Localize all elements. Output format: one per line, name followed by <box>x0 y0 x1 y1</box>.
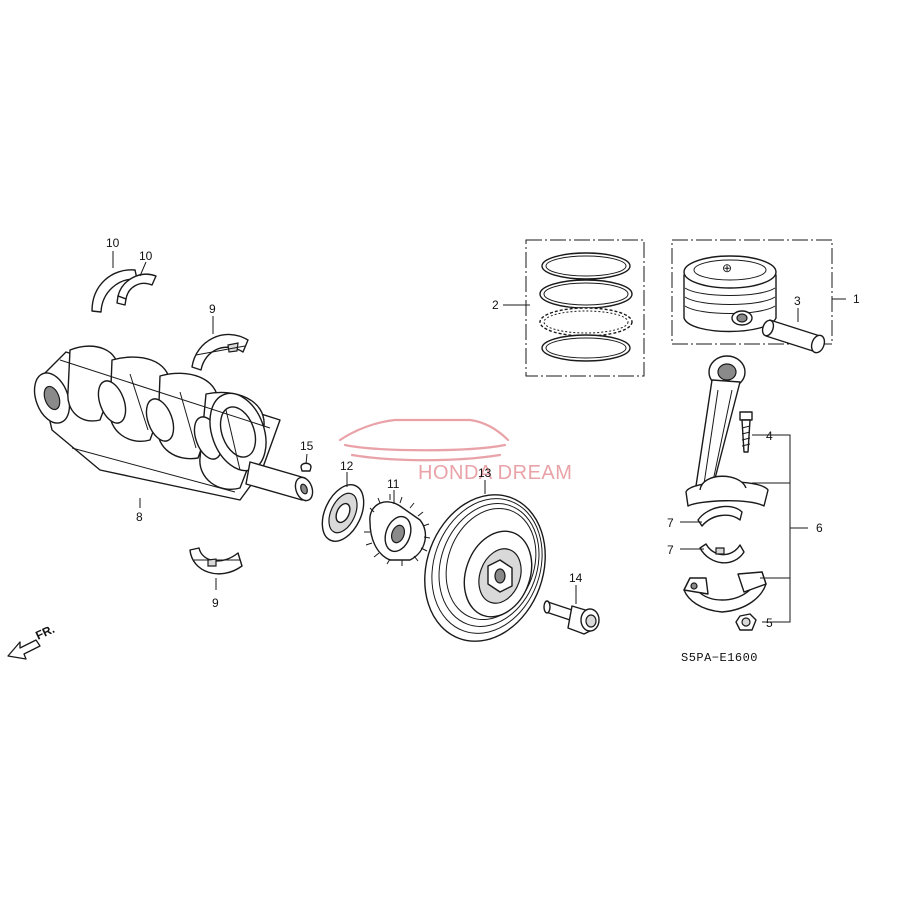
callout-2: 2 <box>492 298 499 312</box>
callout-10b: 10 <box>139 249 153 263</box>
piston-box <box>671 239 833 345</box>
rod-nut-5[interactable] <box>735 613 757 631</box>
front-label: FR. <box>33 622 56 643</box>
crank-pulley-plate-12[interactable] <box>314 478 372 548</box>
callout-12: 12 <box>340 459 354 473</box>
callout-5: 5 <box>766 616 773 630</box>
leader-lines <box>112 251 846 623</box>
callout-14: 14 <box>569 571 583 585</box>
car-silhouette-logo-icon <box>338 418 510 462</box>
callout-10a: 10 <box>106 236 120 250</box>
callout-9b: 9 <box>212 596 219 610</box>
rod-bolt-4[interactable] <box>739 411 753 453</box>
watermark-text: HONDA DREAM <box>418 462 572 484</box>
piston-ring-set-2[interactable] <box>539 252 633 362</box>
thrust-washer-10b[interactable] <box>116 273 157 306</box>
crankshaft[interactable] <box>28 345 316 503</box>
callout-3: 3 <box>794 294 801 308</box>
piston[interactable]: ⊕ <box>683 255 777 333</box>
rod-bearing-7-lower[interactable] <box>699 543 745 564</box>
rod-bearing-7-upper[interactable] <box>697 505 743 527</box>
callout-9a: 9 <box>209 302 216 316</box>
svg-text:⊕: ⊕ <box>722 261 732 275</box>
woodruff-key-15[interactable] <box>300 462 312 472</box>
callout-13: 13 <box>478 466 492 480</box>
piston-pin-3[interactable] <box>761 319 827 355</box>
front-direction-indicator: FR. <box>7 622 57 660</box>
rod-cap[interactable] <box>683 571 767 613</box>
watermark-logo: HONDA DREAM <box>338 418 572 484</box>
callout-1: 1 <box>853 292 860 306</box>
crankshaft-pulley-13[interactable] <box>405 478 565 659</box>
callout-8: 8 <box>136 510 143 524</box>
main-bearing-9-lower[interactable] <box>189 547 243 575</box>
connecting-rod[interactable] <box>685 355 769 507</box>
ring-set-box <box>525 239 645 377</box>
front-direction-arrow-icon <box>7 639 41 660</box>
thrust-washer-10a[interactable] <box>91 269 138 313</box>
pulley-bolt-14[interactable] <box>543 600 600 635</box>
callout-7b: 7 <box>667 543 674 557</box>
callout-15: 15 <box>300 439 314 453</box>
callout-7a: 7 <box>667 516 674 530</box>
main-bearing-9-upper[interactable] <box>191 333 249 371</box>
callout-6: 6 <box>816 521 823 535</box>
diagram-code: S5PA−E1600 <box>681 651 758 665</box>
timing-sprocket-11[interactable] <box>364 494 431 566</box>
callout-11: 11 <box>387 477 400 491</box>
callout-numbers: 10 10 9 8 9 15 12 11 13 14 2 3 1 4 6 7 7… <box>106 236 860 630</box>
callout-4: 4 <box>766 429 773 443</box>
